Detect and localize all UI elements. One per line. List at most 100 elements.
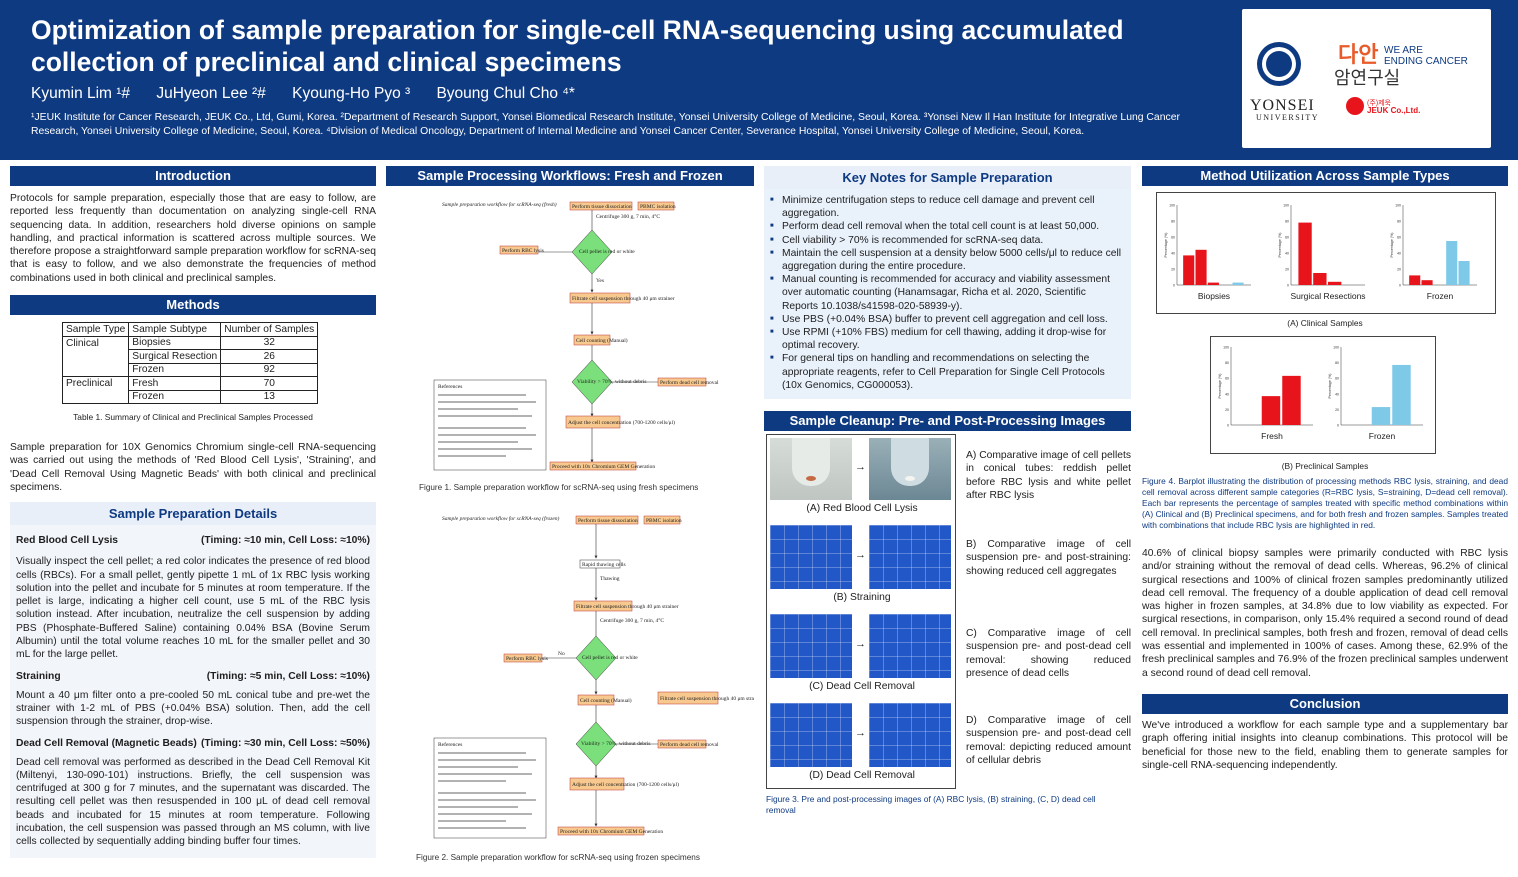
- y-tick-label: 80: [1335, 361, 1339, 365]
- column-2: Sample Processing Workflows: Fresh and F…: [386, 166, 754, 872]
- bar: [1298, 222, 1312, 285]
- svg-text:References: References: [438, 383, 462, 390]
- fig3-caption: Figure 3. Pre and post-processing images…: [766, 794, 1096, 815]
- svg-text:PBMC isolation: PBMC isolation: [640, 204, 676, 210]
- fig1-caption: Figure 1. Sample preparation workflow fo…: [419, 483, 698, 492]
- y-tick-label: 40: [1335, 392, 1339, 396]
- y-tick-label: 0: [1337, 424, 1339, 428]
- y-axis-label: Percentage (%): [1278, 233, 1282, 258]
- author: Kyoung-Ho Pyo ³: [292, 85, 411, 102]
- y-tick-label: 80: [1225, 361, 1229, 365]
- jeuk-en-text: JEUK Co.,Ltd.: [1367, 106, 1420, 115]
- svg-text:Centrifuge 300 g, 7 min, 4°C: Centrifuge 300 g, 7 min, 4°C: [596, 213, 660, 220]
- y-tick-label: 60: [1225, 377, 1229, 381]
- list-item: Cell viability > 70% is recommended for …: [768, 234, 1123, 247]
- y-tick-label: 80: [1171, 220, 1175, 224]
- bar: [1282, 375, 1301, 425]
- fig2-caption: Figure 2. Sample preparation workflow fo…: [416, 853, 700, 862]
- svg-text:References: References: [438, 741, 462, 748]
- table-header: Sample Type: [61, 322, 130, 337]
- svg-text:Perform tissue dissociation: Perform tissue dissociation: [572, 203, 632, 210]
- y-tick-label: 0: [1399, 284, 1401, 288]
- university-word: UNIVERSITY: [1256, 113, 1319, 122]
- panel-label: (B) Straining: [833, 592, 891, 603]
- conclusion-text: We've introduced a workflow for each sam…: [1142, 720, 1508, 771]
- methods-heading: Methods: [10, 295, 376, 316]
- svg-text:Filtrate cell suspension throu: Filtrate cell suspension through 40 μm s…: [576, 604, 679, 610]
- y-tick-label: 0: [1173, 284, 1175, 288]
- table-header: Sample Subtype: [128, 322, 222, 337]
- svg-text:Perform RBC lysis: Perform RBC lysis: [506, 655, 548, 662]
- y-tick-label: 20: [1397, 268, 1401, 272]
- preclinical-label: (B) Preclinical Samples: [1281, 461, 1369, 471]
- y-tick-label: 40: [1225, 392, 1229, 396]
- intro-text: Protocols for sample preparation, especi…: [10, 193, 376, 284]
- fig2-title: Sample preparation workflow for scRNA-se…: [442, 515, 560, 522]
- panel-label: (C) Dead Cell Removal: [809, 681, 915, 692]
- yonsei-logo: YONSEI UNIVERSITY 다안 암연구실 WE ARE ENDING …: [1250, 42, 1468, 122]
- author: Byoung Chul Cho ⁴*: [436, 85, 575, 102]
- svg-text:Proceed with 10x Chromium GEM: Proceed with 10x Chromium GEM Generation: [552, 464, 655, 470]
- chart-title: Frozen: [1427, 291, 1454, 301]
- dead-c-before-image: [770, 614, 852, 678]
- jeuk-kr-text: (주)제욱: [1367, 99, 1392, 107]
- rbc-title-row: Red Blood Cell Lysis(Timing: ≈10 min, Ce…: [16, 535, 370, 547]
- bar: [1458, 261, 1470, 285]
- svg-text:Adjust the cell concentration: Adjust the cell concentration (700-1200 …: [568, 419, 675, 426]
- column-1: Introduction Protocols for sample prepar…: [10, 166, 376, 859]
- y-tick-label: 100: [1395, 204, 1401, 208]
- utilization-text: 40.6% of clinical biopsy samples were pr…: [1142, 548, 1508, 679]
- ending-cancer-text: ENDING CANCER: [1384, 56, 1468, 67]
- svg-text:Perform RBC lysis: Perform RBC lysis: [502, 247, 544, 254]
- y-tick-label: 0: [1287, 284, 1289, 288]
- svg-text:Centrifuge 300 g, 7 min, 4°C: Centrifuge 300 g, 7 min, 4°C: [600, 617, 664, 624]
- bar: [1421, 280, 1433, 285]
- svg-text:Viability > 70%, without debri: Viability > 70%, without debris: [581, 741, 651, 747]
- table-caption: Table 1. Summary of Clinical and Preclin…: [73, 412, 313, 423]
- logo-panel: YONSEI UNIVERSITY 다안 암연구실 WE ARE ENDING …: [1242, 9, 1491, 148]
- y-tick-label: 80: [1397, 220, 1401, 224]
- list-item: Maintain the cell suspension at a densit…: [768, 247, 1123, 273]
- dead-text: Dead cell removal was performed as descr…: [16, 756, 370, 848]
- affiliations: ¹JEUK Institute for Cancer Research, JEU…: [31, 112, 1180, 137]
- list-item: Manual counting is recommended for accur…: [768, 273, 1123, 313]
- workflows-heading: Sample Processing Workflows: Fresh and F…: [386, 166, 754, 186]
- arrow-icon: →: [855, 638, 866, 650]
- bar: [1195, 249, 1207, 285]
- y-tick-label: 20: [1225, 408, 1229, 412]
- y-tick-label: 100: [1283, 204, 1289, 208]
- y-tick-label: 60: [1397, 236, 1401, 240]
- y-axis-label: Percentage (%): [1164, 233, 1168, 258]
- table-header-row: Sample Type Sample Subtype Number of Sam…: [61, 322, 319, 337]
- chart-title: Frozen: [1369, 431, 1396, 441]
- column-4: Method Utilization Across Sample Types 0…: [1142, 166, 1508, 771]
- chart-title: Surgical Resections: [1290, 291, 1365, 301]
- bar: [1313, 273, 1327, 285]
- author: Kyumin Lim ¹#: [31, 85, 131, 102]
- svg-text:Rapid thawing cells: Rapid thawing cells: [582, 562, 626, 568]
- svg-text:Thawing: Thawing: [600, 576, 620, 582]
- y-axis-label: Percentage (%): [1218, 374, 1222, 399]
- y-tick-label: 20: [1171, 268, 1175, 272]
- chart-title: Biopsies: [1198, 291, 1230, 301]
- svg-text:Adjust the cell concentration: Adjust the cell concentration (700-1200 …: [572, 781, 679, 788]
- y-tick-label: 100: [1169, 204, 1175, 208]
- y-tick-label: 20: [1335, 408, 1339, 412]
- svg-text:Viability > 70%, without debri: Viability > 70%, without debris: [577, 379, 647, 385]
- list-item: Use RPMI (+10% FBS) medium for cell thaw…: [768, 326, 1123, 352]
- dead-d-before-image: [770, 703, 852, 767]
- dead-title-row: Dead Cell Removal (Magnetic Beads)(Timin…: [16, 737, 370, 749]
- y-tick-label: 0: [1227, 424, 1229, 428]
- bar: [1261, 396, 1281, 425]
- cleanup-heading: Sample Cleanup: Pre- and Post-Processing…: [764, 411, 1131, 431]
- list-item: Use PBS (+0.04% BSA) buffer to prevent c…: [768, 313, 1123, 326]
- dead-c-after-image: [869, 614, 951, 678]
- poster-header: Optimization of sample preparation for s…: [0, 0, 1518, 160]
- bar: [1446, 241, 1458, 285]
- author-list: Kyumin Lim ¹# JuHyeon Lee ²# Kyoung-Ho P…: [31, 85, 597, 103]
- svg-text:Perform tissue dissociation: Perform tissue dissociation: [578, 517, 638, 524]
